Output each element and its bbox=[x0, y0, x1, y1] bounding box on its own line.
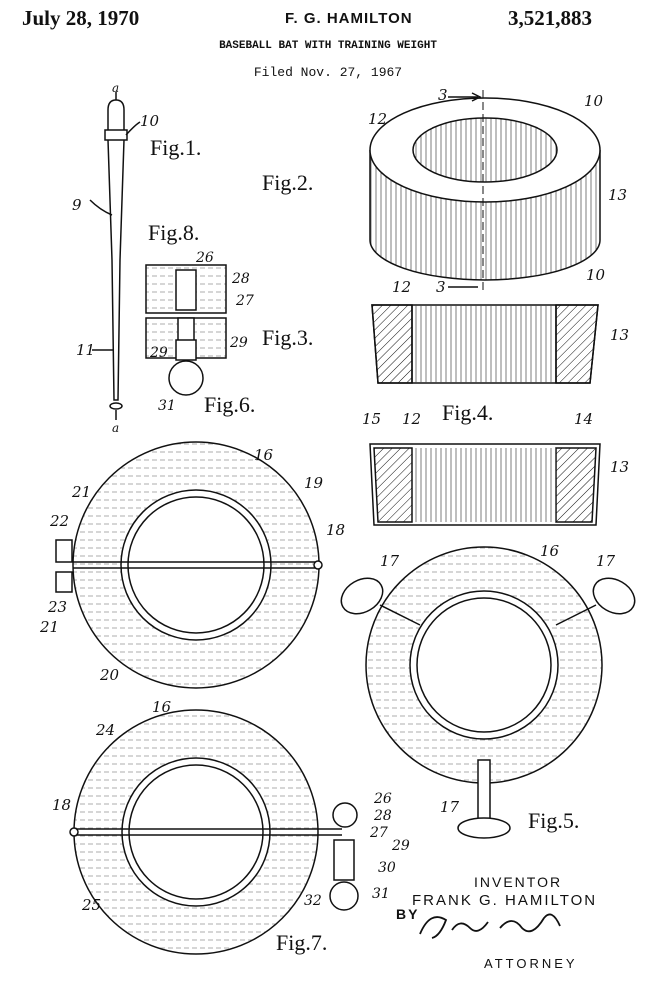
fig3-caption: Fig.3. bbox=[262, 325, 313, 350]
label-10-fig1: 10 bbox=[140, 112, 160, 130]
label-a-top: a bbox=[112, 81, 119, 95]
label-18-fig7: 18 bbox=[52, 796, 71, 814]
fig7-split-ring bbox=[69, 709, 359, 955]
label-18-fig6: 18 bbox=[326, 521, 345, 539]
label-30: 30 bbox=[378, 860, 396, 876]
label-10-fig3: 10 bbox=[586, 266, 606, 284]
fig6-caption: Fig.6. bbox=[204, 392, 255, 417]
patent-date: July 28, 1970 bbox=[22, 6, 140, 30]
patent-number: 3,521,883 bbox=[508, 6, 592, 30]
label-31-fig8: 31 bbox=[158, 398, 176, 414]
fig5-caption: Fig.5. bbox=[528, 808, 579, 833]
label-15: 15 bbox=[362, 410, 381, 428]
label-17a: 17 bbox=[380, 552, 400, 570]
label-14: 14 bbox=[574, 410, 593, 428]
label-16-fig5: 16 bbox=[540, 542, 560, 560]
fig4-ring-section bbox=[369, 443, 601, 526]
label-12-fig4: 12 bbox=[402, 410, 421, 428]
label-23: 23 bbox=[47, 598, 67, 616]
inventor-header: F. G. HAMILTON bbox=[285, 10, 413, 27]
label-26-fig7: 26 bbox=[373, 791, 392, 807]
label-24: 24 bbox=[95, 721, 115, 739]
label-13-fig2: 13 bbox=[608, 186, 627, 204]
fig1-caption: Fig.1. bbox=[150, 135, 201, 160]
inventor-label: INVENTOR bbox=[474, 874, 563, 890]
patent-title: BASEBALL BAT WITH TRAINING WEIGHT bbox=[219, 40, 437, 52]
label-21a: 21 bbox=[71, 483, 91, 501]
attorney-label: ATTORNEY bbox=[484, 956, 578, 971]
fig7-caption: Fig.7. bbox=[276, 930, 327, 955]
inventor-full-name: FRANK G. HAMILTON bbox=[412, 892, 598, 909]
label-20: 20 bbox=[99, 666, 120, 684]
filed-date: Filed Nov. 27, 1967 bbox=[253, 65, 403, 80]
label-13-fig4: 13 bbox=[610, 458, 629, 476]
label-29-fig7: 29 bbox=[391, 838, 410, 854]
label-27-fig8: 27 bbox=[235, 293, 254, 309]
fig3-ring-section bbox=[371, 286, 599, 384]
label-17b: 17 bbox=[596, 552, 616, 570]
label-12-fig3: 12 bbox=[392, 278, 411, 296]
label-16-fig7: 16 bbox=[152, 698, 172, 716]
label-3-fig3: 3 bbox=[436, 278, 446, 296]
label-16-fig6: 16 bbox=[254, 446, 274, 464]
fig8-detail bbox=[145, 264, 227, 396]
label-3-fig2: 3 bbox=[438, 86, 448, 104]
label-22: 22 bbox=[49, 512, 69, 530]
label-25: 25 bbox=[81, 896, 101, 914]
fig6-split-ring bbox=[55, 441, 323, 689]
label-29b-fig8: 29 bbox=[229, 335, 248, 351]
label-19: 19 bbox=[304, 474, 324, 492]
label-9: 9 bbox=[72, 196, 82, 214]
fig2-ring bbox=[369, 90, 601, 290]
label-29a-fig8: 29 bbox=[149, 345, 168, 361]
fig5-ring-screws bbox=[340, 546, 636, 839]
label-32: 32 bbox=[304, 893, 322, 909]
fig2-caption: Fig.2. bbox=[262, 170, 313, 195]
label-17c: 17 bbox=[440, 798, 460, 816]
label-28-fig7: 28 bbox=[373, 808, 392, 824]
label-28-fig8: 28 bbox=[231, 271, 250, 287]
label-a-bottom: a bbox=[112, 421, 119, 435]
label-11: 11 bbox=[76, 341, 95, 359]
label-21b: 21 bbox=[39, 618, 59, 636]
label-26-fig8: 26 bbox=[195, 250, 214, 266]
label-31-fig7: 31 bbox=[372, 886, 390, 902]
by-label: BY bbox=[396, 906, 420, 922]
fig8-caption: Fig.8. bbox=[148, 220, 199, 245]
fig4-caption: Fig.4. bbox=[442, 400, 493, 425]
label-12-fig2: 12 bbox=[368, 110, 387, 128]
label-13-fig3: 13 bbox=[610, 326, 629, 344]
label-27-fig7: 27 bbox=[369, 825, 388, 841]
attorney-signature bbox=[419, 913, 561, 939]
label-10-fig2: 10 bbox=[584, 92, 604, 110]
fig1-bat bbox=[89, 92, 141, 420]
